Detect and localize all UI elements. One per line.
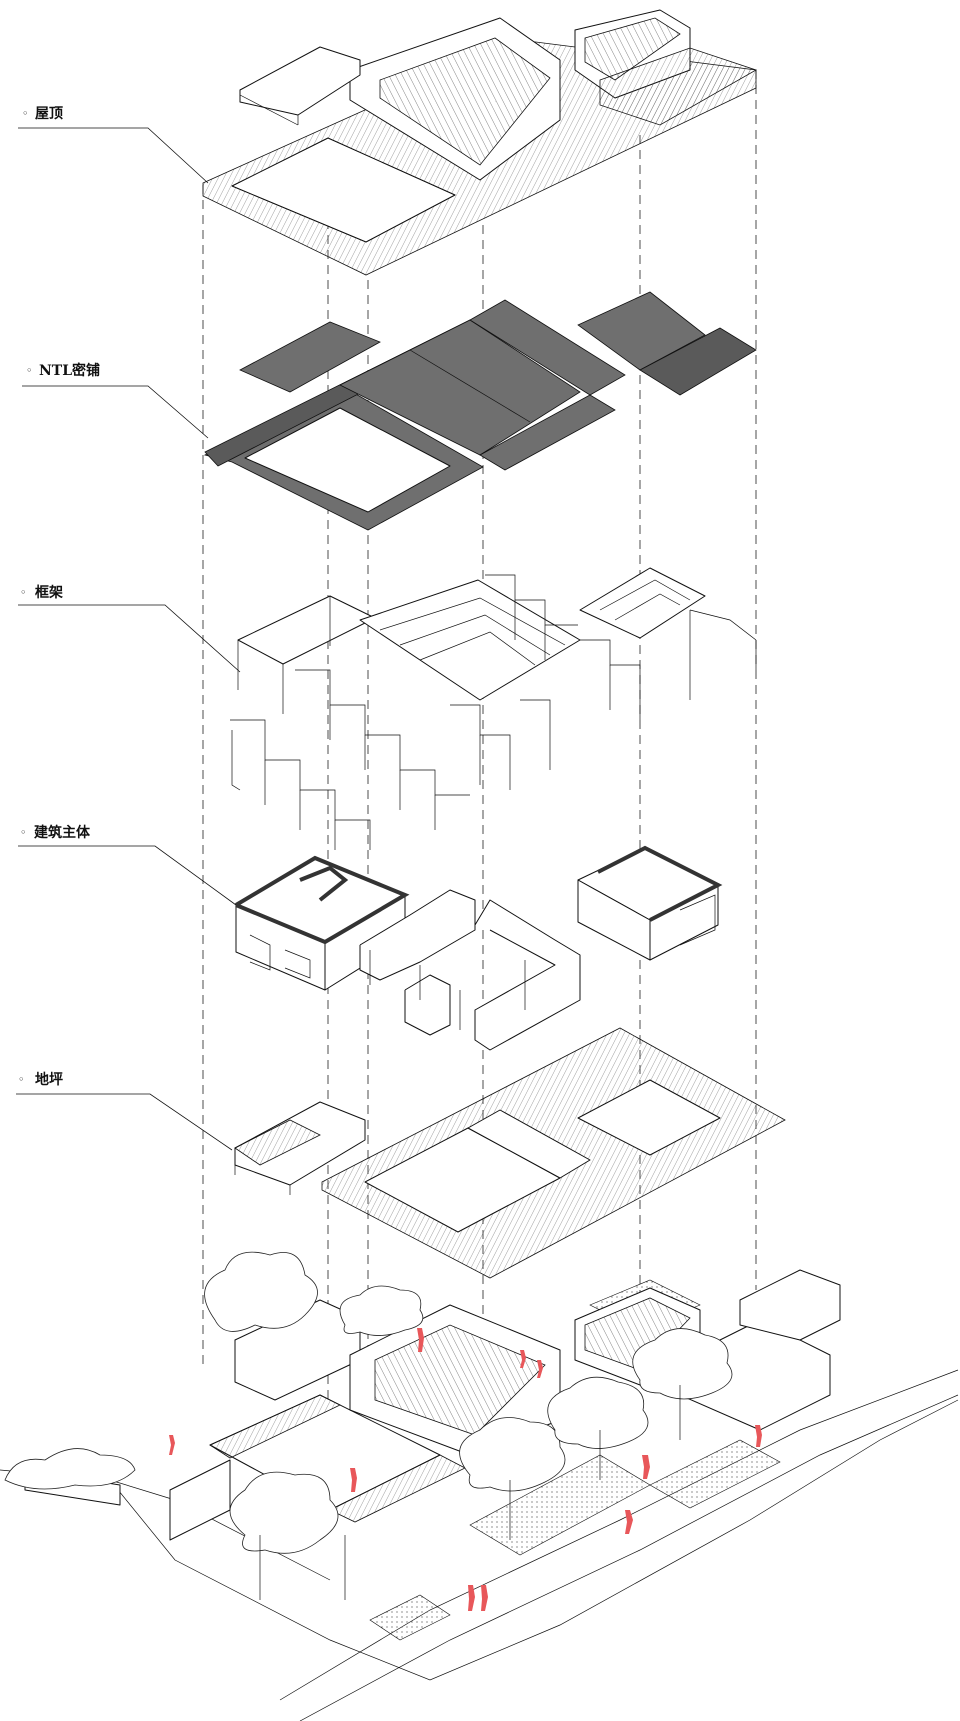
label-frame: 框架 bbox=[35, 584, 63, 601]
people bbox=[169, 1328, 762, 1611]
label-bullet: ◦ bbox=[22, 107, 29, 120]
frame-columns bbox=[230, 574, 641, 850]
label-ntl: NTL密铺 bbox=[39, 362, 100, 379]
layer-frame bbox=[230, 567, 757, 850]
label-bullet: ◦ bbox=[20, 586, 27, 599]
label-bullet: ◦ bbox=[20, 826, 27, 839]
label-body: 建筑主体 bbox=[34, 824, 91, 841]
layer-roof bbox=[202, 9, 757, 276]
layer-label-body: ◦ 建筑主体 bbox=[18, 824, 237, 906]
layer-label-floor: ◦ 地坪 bbox=[16, 1071, 233, 1151]
label-roof: 屋顶 bbox=[35, 106, 63, 122]
label-floor: 地坪 bbox=[35, 1071, 63, 1088]
layer-label-ntl: ◦ NTL密铺 bbox=[22, 362, 209, 439]
layer-floor bbox=[234, 1027, 786, 1279]
layer-ntl-tiling bbox=[203, 291, 757, 531]
site-assembled-building bbox=[0, 1251, 959, 1721]
layer-label-frame: ◦ 框架 bbox=[18, 584, 241, 673]
label-bullet: ◦ bbox=[26, 364, 33, 377]
layer-label-roof: ◦ 屋顶 bbox=[18, 106, 209, 184]
label-bullet: ◦ bbox=[18, 1073, 25, 1086]
trees bbox=[4, 1251, 733, 1600]
layer-building-body bbox=[234, 845, 723, 1051]
